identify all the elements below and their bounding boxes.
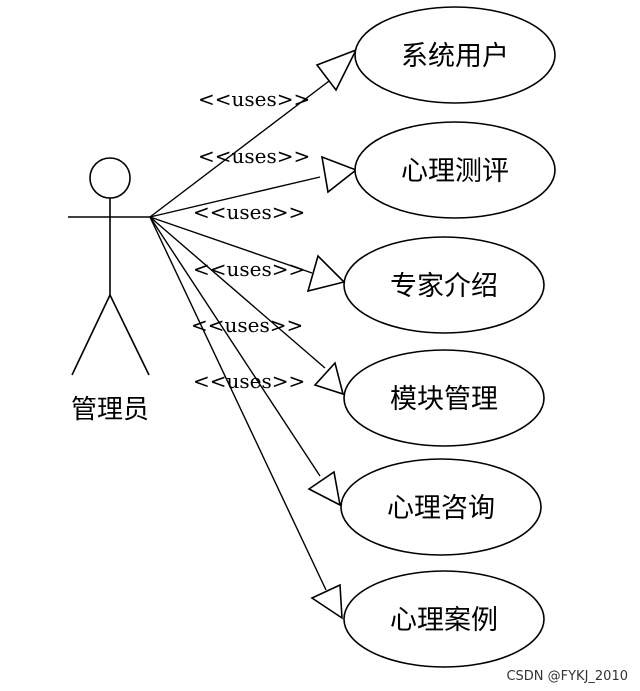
arrowhead-2 (320, 155, 358, 194)
use-case-1-label: 系统用户 (401, 41, 509, 72)
uses-label-3: <<uses>> (193, 200, 305, 224)
uses-connector-3 (149, 216, 346, 293)
uses-label-1: <<uses>> (198, 87, 310, 111)
uses-connector-1 (149, 48, 358, 218)
use-case-3: 专家介绍 (343, 236, 545, 334)
actor-head (89, 157, 131, 199)
actor-label: 管理员 (71, 395, 149, 425)
use-case-4-label: 模块管理 (390, 384, 498, 415)
arrowhead-5 (307, 470, 342, 507)
arrowhead-6 (310, 583, 343, 620)
arrowhead-1 (315, 48, 358, 92)
actor-left-leg (71, 294, 111, 376)
use-case-6-label: 心理案例 (390, 605, 498, 636)
uses-label-4: <<uses>> (193, 257, 305, 281)
use-case-6: 心理案例 (343, 570, 545, 668)
use-case-5: 心理咨询 (340, 458, 542, 556)
uses-label-2: <<uses>> (198, 144, 310, 168)
actor-right-leg (109, 294, 150, 376)
uses-connector-6 (149, 216, 343, 620)
use-case-1: 系统用户 (354, 6, 556, 104)
arrowhead-3 (306, 254, 346, 293)
use-case-2-label: 心理测评 (401, 156, 509, 187)
use-case-2: 心理测评 (354, 121, 556, 219)
uses-connector-5 (149, 216, 342, 507)
arrowhead-4 (313, 361, 345, 396)
uses-label-5: <<uses>> (191, 313, 303, 337)
uses-connector-2 (149, 155, 358, 218)
uses-connector-4 (149, 216, 345, 396)
watermark: CSDN @FYKJ_2010 (506, 669, 628, 684)
use-case-3-label: 专家介绍 (390, 271, 498, 302)
actor-figure (68, 157, 150, 376)
use-case-4: 模块管理 (343, 349, 545, 447)
uses-label-6: <<uses>> (193, 369, 305, 393)
use-case-5-label: 心理咨询 (387, 493, 495, 524)
